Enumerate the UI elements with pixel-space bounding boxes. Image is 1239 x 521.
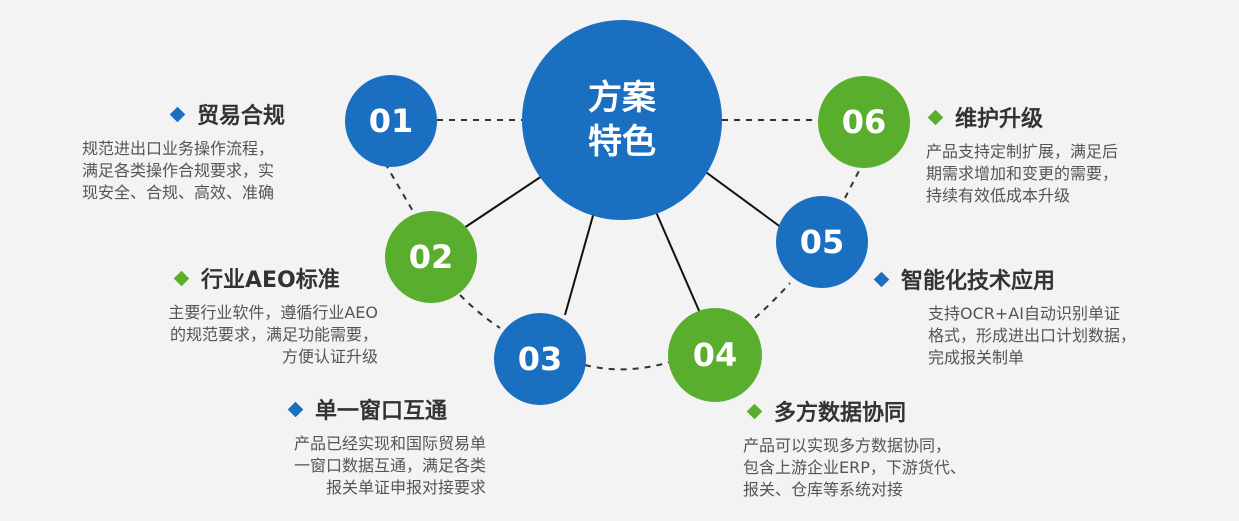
feature-description: 支持OCR+AI自动识别单证 格式，形成进出口计划数据， 完成报关制单 <box>928 304 1137 367</box>
center-label-line1: 方案 <box>588 78 656 118</box>
feature-industry-aeo: 行业AEO标准 主要行业软件，遵循行业AEO 的规范要求，满足功能需要， 方便认… <box>128 262 378 368</box>
dashed-link-05-06 <box>844 164 863 199</box>
spoke-04 <box>655 211 701 314</box>
feature-multi-party-data: 多方数据协同 产品可以实现多方数据协同， 包含上游企业ERP，下游货代、 报关、… <box>743 395 1013 501</box>
feature-description: 产品支持定制扩展，满足后 期需求增加和变更的需要， 持续有效低成本升级 <box>926 142 1119 205</box>
diamond-icon <box>873 271 890 287</box>
spoke-03 <box>564 211 595 316</box>
spoke-05 <box>702 169 783 229</box>
dashed-link-01-02 <box>384 162 415 214</box>
dashed-link-04-05 <box>754 282 791 319</box>
spoke-02 <box>457 171 549 233</box>
feature-description: 主要行业软件，遵循行业AEO 的规范要求，满足功能需要， 方便认证升级 <box>168 303 378 366</box>
diamond-icon <box>927 109 944 125</box>
dashed-link-03-04 <box>584 361 671 371</box>
feature-title: 多方数据协同 <box>774 401 907 426</box>
feature-trade-compliance: 贸易合规 规范进出口业务操作流程， 满足各类操作合规要求，实 现安全、合规、高效… <box>82 98 327 204</box>
node-02: 02 <box>385 211 477 303</box>
feature-description: 产品已经实现和国际贸易单 一窗口数据互通，满足各类 报关单证申报对接要求 <box>293 434 486 497</box>
feature-title: 行业AEO标准 <box>201 268 340 293</box>
feature-description: 规范进出口业务操作流程， 满足各类操作合规要求，实 现安全、合规、高效、准确 <box>82 139 275 202</box>
feature-title: 单一窗口互通 <box>315 399 448 424</box>
diamond-icon <box>746 403 763 419</box>
center-label-line2: 特色 <box>588 122 656 162</box>
feature-single-window: 单一窗口互通 产品已经实现和国际贸易单 一窗口数据互通，满足各类 报关单证申报对… <box>254 393 486 499</box>
node-03: 03 <box>494 313 586 405</box>
feature-title: 智能化技术应用 <box>901 269 1056 294</box>
center-circle: 方案 特色 <box>522 20 722 220</box>
node-05: 05 <box>776 196 868 288</box>
dashed-link-02-03 <box>459 294 501 329</box>
diamond-icon <box>173 270 190 286</box>
node-01: 01 <box>345 75 437 167</box>
feature-description: 产品可以实现多方数据协同， 包含上游企业ERP，下游货代、 报关、仓库等系统对接 <box>743 436 966 499</box>
diamond-icon <box>169 106 186 122</box>
feature-maintenance-upgrade: 维护升级 产品支持定制扩展，满足后 期需求增加和变更的需要， 持续有效低成本升级 <box>926 101 1186 207</box>
feature-title: 贸易合规 <box>197 104 286 129</box>
diamond-icon <box>287 401 304 417</box>
feature-intelligent-tech: 智能化技术应用 支持OCR+AI自动识别单证 格式，形成进出口计划数据， 完成报… <box>873 263 1176 369</box>
node-04: 04 <box>668 308 762 402</box>
node-06: 06 <box>818 76 910 168</box>
feature-title: 维护升级 <box>955 107 1044 132</box>
